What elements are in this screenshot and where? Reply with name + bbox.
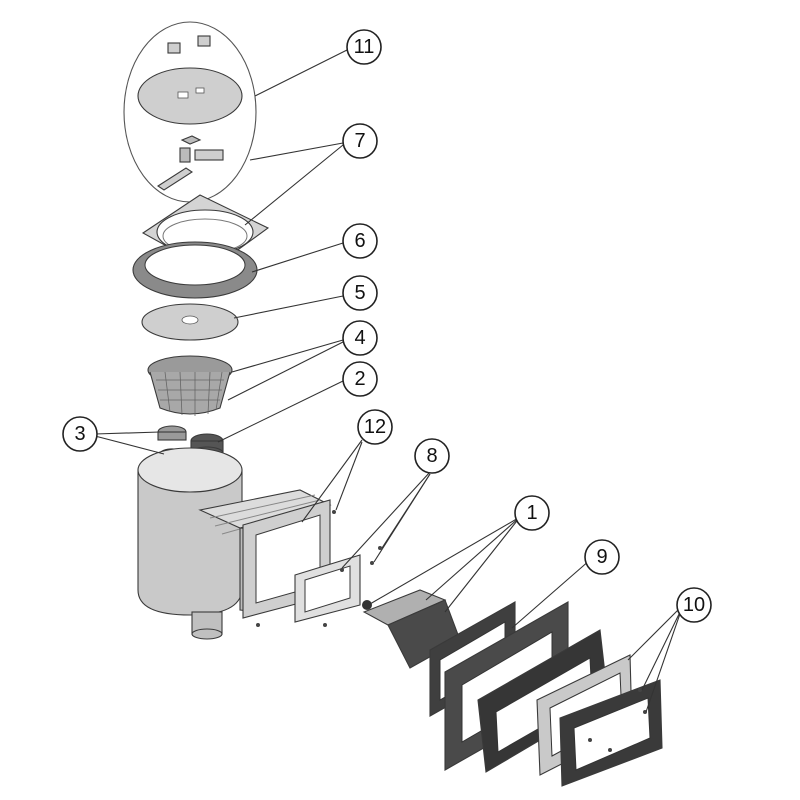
callout-label: 3 [74, 423, 85, 445]
part-10-front-frames [536, 654, 663, 787]
part-4-basket [147, 355, 233, 416]
callout-label: 2 [354, 368, 365, 390]
part-8-gasket [294, 546, 382, 627]
callout-2: 2 [342, 361, 378, 397]
callout-10: 10 [676, 587, 712, 623]
callout-label: 7 [354, 130, 365, 152]
skimmer-body [137, 447, 336, 640]
callout-6: 6 [342, 223, 378, 259]
callout-label: 5 [354, 282, 365, 304]
part-5-disc [141, 303, 239, 341]
callout-label: 4 [354, 327, 365, 349]
callout-5: 5 [342, 275, 378, 311]
part-1-weir-flap [362, 589, 461, 669]
callout-label: 1 [526, 502, 537, 524]
callout-11: 11 [346, 29, 382, 65]
callout-9: 9 [584, 539, 620, 575]
callout-label: 12 [364, 416, 386, 438]
callout-label: 11 [354, 36, 375, 58]
callout-7: 7 [342, 123, 378, 159]
callout-4: 4 [342, 320, 378, 356]
callout-1: 1 [514, 495, 550, 531]
callout-label: 9 [596, 546, 607, 568]
callout-8: 8 [414, 438, 450, 474]
leader-lines [94, 49, 683, 713]
part-11-lid-assembly [123, 21, 257, 203]
callout-label: 8 [426, 445, 437, 467]
part-6-ring [132, 241, 258, 299]
callout-label: 6 [354, 230, 365, 252]
callout-label: 10 [683, 594, 705, 616]
callout-12: 12 [357, 409, 393, 445]
callout-3: 3 [62, 416, 98, 452]
